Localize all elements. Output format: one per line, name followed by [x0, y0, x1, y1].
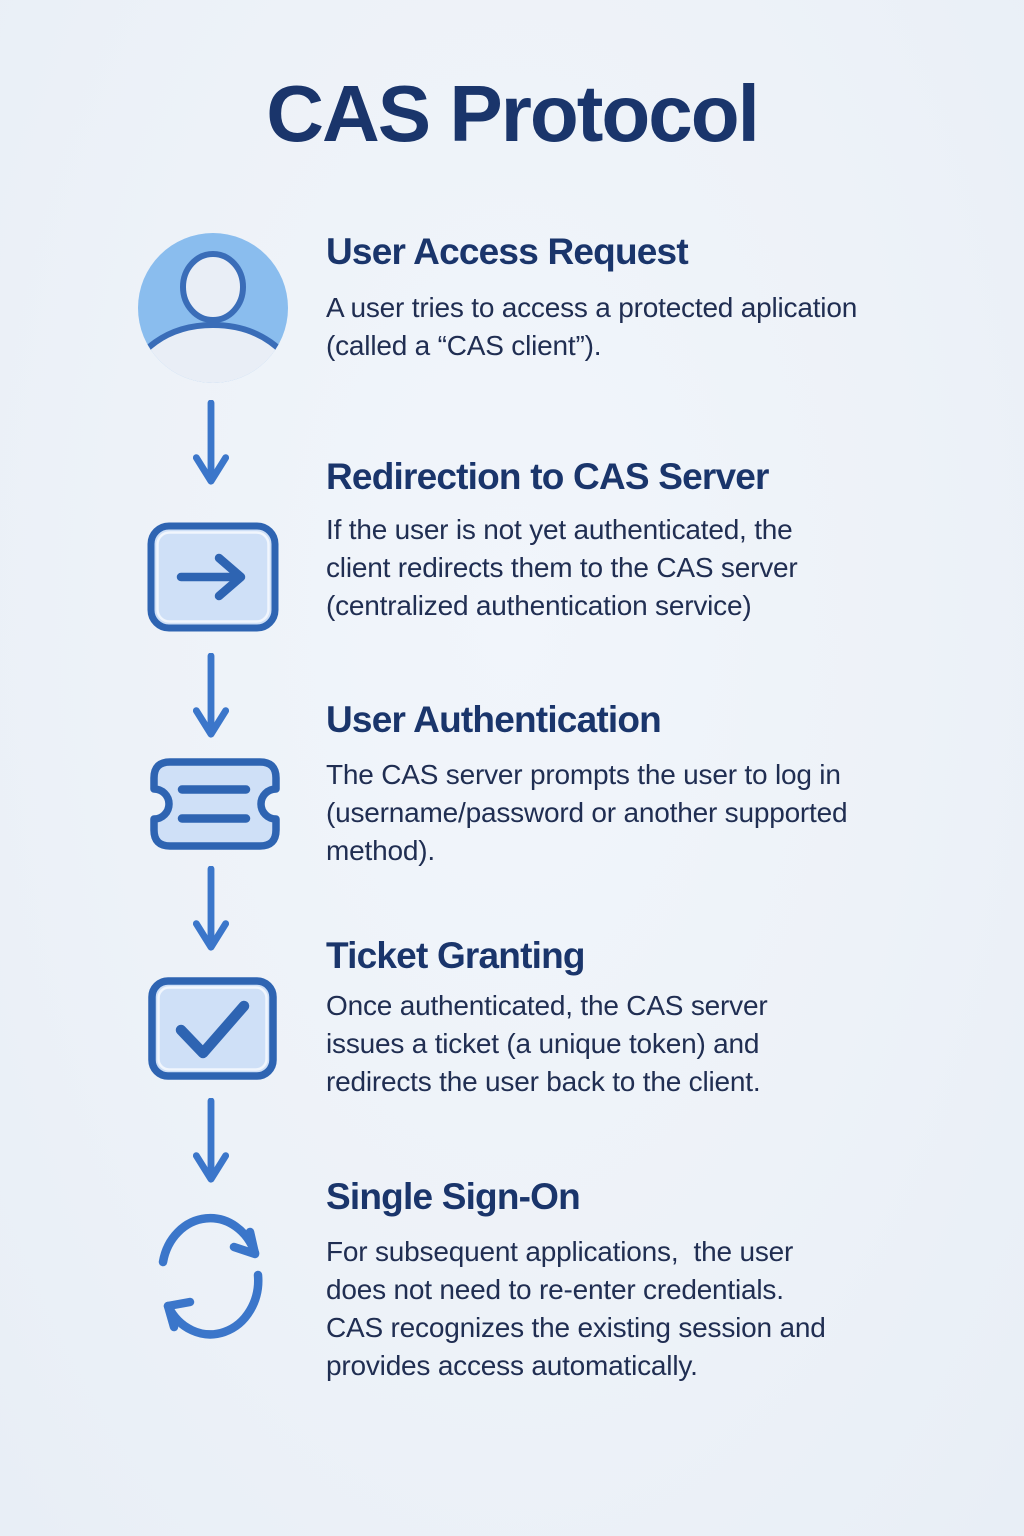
step-title-single-sign-on: Single Sign-On	[326, 1176, 581, 1217]
step-description: If the user is not yet authenticated, th…	[326, 514, 798, 621]
step-description: Once authenticated, the CAS server issue…	[326, 990, 768, 1097]
down-arrow-icon	[193, 866, 229, 954]
step-title-ticket-granting: Ticket Granting	[326, 935, 586, 976]
down-arrow-icon	[193, 400, 229, 488]
user-icon	[135, 230, 291, 386]
redirect-arrow-icon	[147, 522, 279, 632]
ticket-icon	[150, 758, 280, 850]
sync-icon	[155, 1213, 270, 1339]
down-arrow-icon	[193, 1098, 229, 1186]
step-description: For subsequent applications, the user do…	[326, 1236, 826, 1381]
step-title-redirection: Redirection to CAS Server	[326, 456, 769, 497]
step-title-user-access-request: User Access Request	[326, 231, 689, 272]
page-title: CAS Protocol	[266, 69, 760, 158]
down-arrow-icon	[193, 653, 229, 741]
checkbox-icon	[148, 977, 277, 1080]
step-description: The CAS server prompts the user to log i…	[326, 759, 848, 866]
step-description: A user tries to access a protected aplic…	[326, 292, 858, 361]
step-title-user-authentication: User Authentication	[326, 699, 662, 740]
